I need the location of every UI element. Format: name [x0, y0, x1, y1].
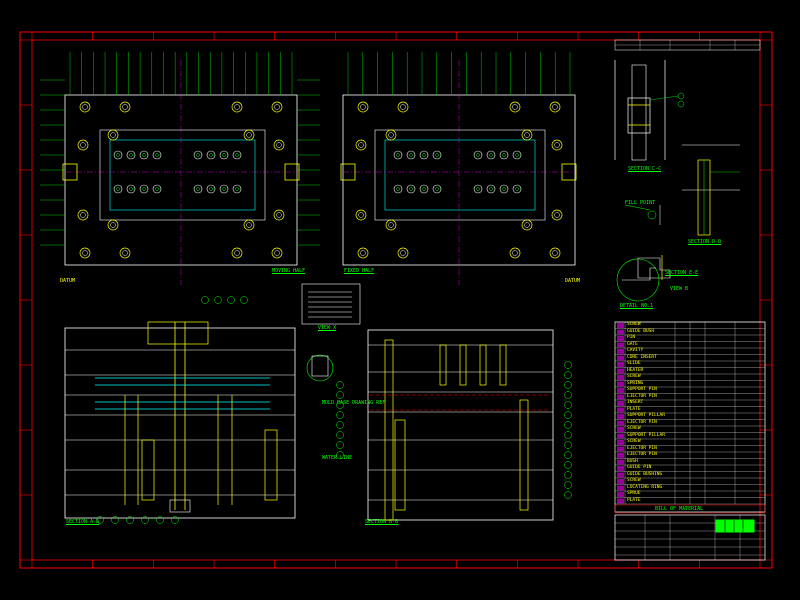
- bom-row-description: EJECTOR PIN: [627, 452, 657, 457]
- bom-row-description: HEATER: [627, 367, 644, 373]
- fill-point-view: [624, 204, 661, 225]
- section-c-view: [614, 60, 685, 161]
- bom-row-description: BUSH: [627, 458, 638, 464]
- fixed-half-plan-view: [340, 52, 577, 285]
- border-zone-ticks: [20, 32, 772, 568]
- bom-row-description: GUIDE BUSHING: [627, 471, 663, 477]
- title-view-x: VIEW X: [318, 325, 337, 331]
- title-section-a: SECTION A-A: [66, 519, 100, 525]
- title-block: [614, 514, 766, 561]
- bom-row-description: SCREW: [627, 439, 641, 444]
- title-fixed-half: FIXED HALF: [344, 268, 375, 274]
- section-a-view: [64, 296, 334, 524]
- sheet-border-inner: [31, 39, 761, 561]
- annotation-mold-base: MOLD BASE DRAWING REF: [322, 400, 386, 406]
- title-section-e: SECTION E-E: [665, 270, 699, 276]
- annotation-water-line: WATER LINE: [322, 455, 353, 461]
- bom-row-description: EJECTOR PIN: [627, 445, 657, 451]
- detail-1-view: [616, 258, 660, 302]
- bom-row-description: SCREW: [627, 478, 641, 483]
- bom-row-description: SLIDE: [627, 361, 641, 366]
- bom-row-description: PIN: [627, 335, 636, 340]
- bom-row-description: SCREW: [627, 374, 641, 379]
- datum-label-left: DATUM: [60, 278, 76, 284]
- section-d-view: [682, 144, 740, 236]
- title-section-c: SECTION C-C: [628, 166, 662, 172]
- revision-table: [614, 39, 761, 51]
- bom-row-description: SCREW: [627, 426, 641, 431]
- bom-table: [614, 321, 766, 514]
- bom-row-description: GUIDE PIN: [627, 465, 652, 470]
- title-moving-half: MOVING HALF: [272, 268, 306, 274]
- bom-row-description: SUPPORT PIN: [627, 387, 657, 392]
- fill-point-label: FILL POINT: [625, 200, 656, 206]
- bom-row-description: GUIDE BUSH: [627, 328, 655, 334]
- moving-half-plan-view: [40, 52, 320, 285]
- notes-box: [301, 283, 361, 325]
- bom-row-description: EJECTOR PIN: [627, 419, 657, 425]
- bom-title: BILL OF MATERIAL: [655, 506, 704, 512]
- title-section-b: SECTION B-B: [365, 519, 399, 525]
- bom-row-description: SUPPORT PILLAR: [627, 413, 665, 418]
- datum-label-right: DATUM: [565, 278, 581, 284]
- title-section-d: SECTION D-D: [688, 239, 722, 245]
- bom-row-description: CAVITY: [627, 348, 644, 353]
- bom-row-description: SUPPORT PILLAR: [627, 432, 665, 438]
- title-detail-1: DETAIL NO.1: [620, 303, 654, 309]
- bom-row-description: SPRUE: [627, 491, 641, 496]
- bom-row-description: CORE INSERT: [627, 354, 657, 360]
- bom-row-description: LOCATING RING: [627, 484, 663, 490]
- section-b-view: [336, 329, 572, 521]
- bom-row-description: GATE: [627, 341, 638, 347]
- section-e-view: [637, 255, 671, 280]
- bom-row-description: EJECTOR PIN: [627, 393, 657, 399]
- bom-row-description: INSERT: [627, 400, 644, 405]
- bom-row-description: PLATE: [627, 497, 641, 503]
- bom-row-description: SCREW: [627, 322, 641, 327]
- view-arrow-label: VIEW B: [670, 286, 689, 292]
- bom-row-description: SPRING: [627, 380, 644, 386]
- bom-row-description: PLATE: [627, 406, 641, 412]
